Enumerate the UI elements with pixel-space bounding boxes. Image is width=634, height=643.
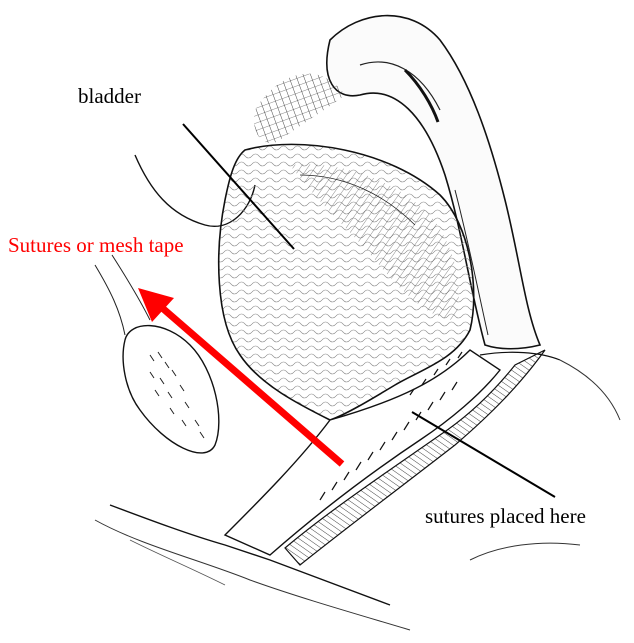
peritoneum-hatching <box>254 74 345 144</box>
bladder-label: bladder <box>78 86 141 107</box>
sutures-or-mesh-label: Sutures or mesh tape <box>8 235 184 256</box>
sutures-placed-here-label: sutures placed here <box>425 506 586 527</box>
